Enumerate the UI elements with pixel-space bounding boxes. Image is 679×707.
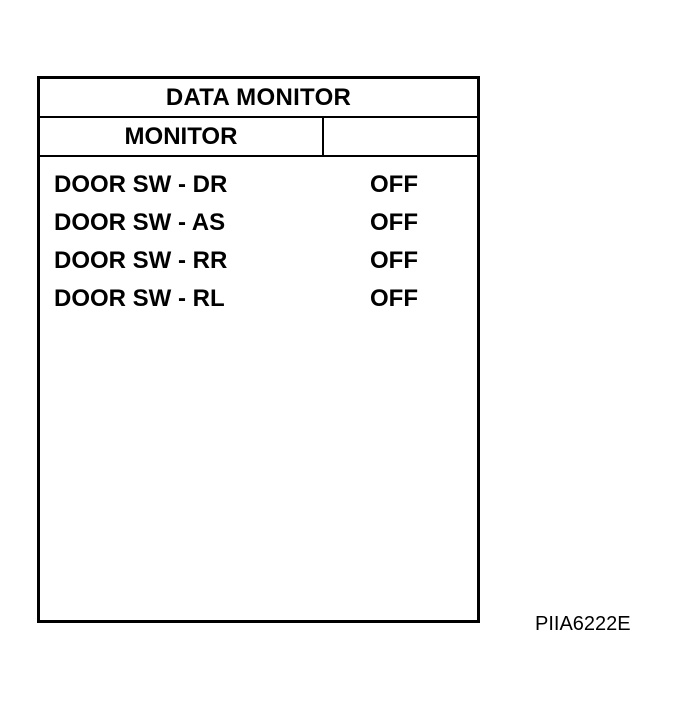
item-label: DOOR SW - DR — [54, 171, 228, 198]
value-column-header — [324, 118, 477, 155]
table-header: MONITOR — [40, 118, 477, 157]
item-label: DOOR SW - RL — [54, 285, 225, 312]
item-value: OFF — [370, 209, 418, 236]
monitor-item-row: DOOR SW - AS OFF — [40, 209, 477, 247]
item-label: DOOR SW - RR — [54, 247, 228, 274]
data-monitor-screen: DATA MONITOR MONITOR DOOR SW - DR OFF DO… — [37, 76, 480, 623]
monitor-item-row: DOOR SW - RR OFF — [40, 247, 477, 285]
screen-title: DATA MONITOR — [40, 79, 477, 118]
monitor-column-header: MONITOR — [40, 118, 324, 155]
monitor-item-row: DOOR SW - DR OFF — [40, 171, 477, 209]
item-value: OFF — [370, 285, 418, 312]
item-value: OFF — [370, 171, 418, 198]
monitor-item-list: DOOR SW - DR OFF DOOR SW - AS OFF DOOR S… — [40, 157, 477, 323]
item-label: DOOR SW - AS — [54, 209, 226, 236]
item-value: OFF — [370, 247, 418, 274]
monitor-item-row: DOOR SW - RL OFF — [40, 285, 477, 323]
figure-code: PIIA6222E — [535, 613, 631, 635]
